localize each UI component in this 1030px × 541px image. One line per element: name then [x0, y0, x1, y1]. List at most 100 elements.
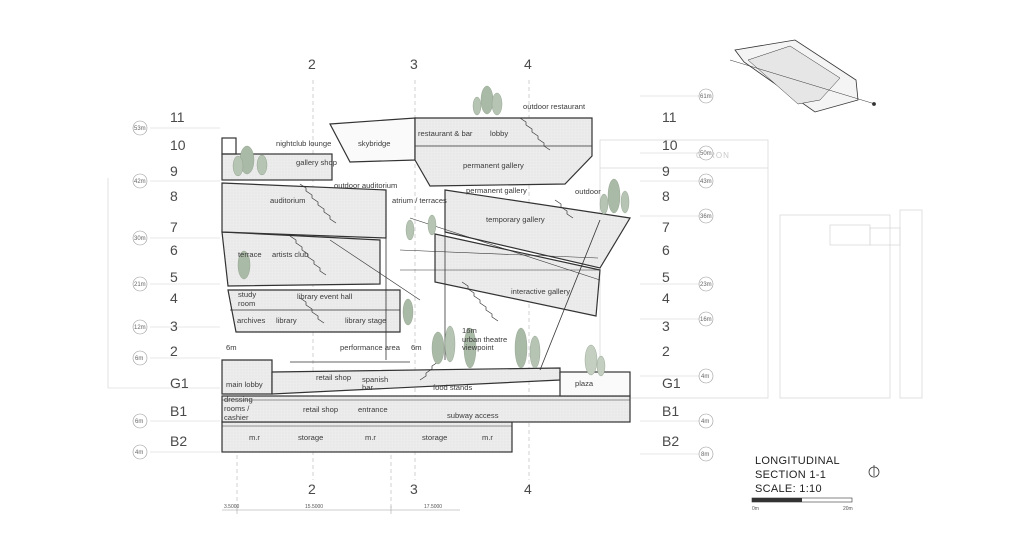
title-line-1: LONGITUDINAL	[755, 455, 840, 467]
elev-marker: 4m	[132, 444, 148, 460]
floor-left-9: 9	[170, 163, 178, 179]
elev-marker: 21m	[132, 276, 148, 292]
svg-text:61m: 61m	[700, 94, 712, 100]
floor-left-b1: B1	[170, 403, 187, 419]
room-labels: outdoor restaurant restaurant & bar lobb…	[224, 102, 601, 442]
level-lines-right	[640, 95, 700, 455]
svg-text:16m: 16m	[700, 317, 712, 323]
elev-marker: 6m	[132, 413, 148, 429]
scale-start: 0m	[752, 506, 759, 512]
grid-labels: 2 3 4 2 3 4	[308, 56, 532, 497]
building-section	[221, 117, 631, 453]
svg-text:6m: 6m	[135, 356, 143, 362]
elev-marker: 8m	[698, 446, 714, 462]
label-performance-area: performance area	[340, 343, 401, 352]
grid-bottom-3: 3	[410, 481, 418, 497]
label-restaurant-bar: restaurant & bar	[418, 129, 473, 138]
label-mr-2: m.r	[365, 433, 376, 442]
label-plaza: plaza	[575, 379, 594, 388]
elev-marker: 50m	[698, 145, 714, 161]
label-entrance: entrance	[358, 405, 388, 414]
elev-marker: 53m	[132, 120, 148, 136]
label-dressing-3: cashier	[224, 413, 249, 422]
svg-text:50m: 50m	[700, 151, 712, 157]
svg-text:21m: 21m	[134, 282, 146, 288]
floor-left-10: 10	[170, 137, 186, 153]
floor-left-3: 3	[170, 318, 178, 334]
stairs	[289, 117, 574, 381]
background-buildings	[599, 139, 923, 399]
label-artists-club: artists club	[272, 250, 308, 259]
scale-bar-fill	[752, 498, 802, 502]
grid-top-2: 2	[308, 56, 316, 72]
label-elev-6m-a: 6m	[226, 343, 237, 352]
label-mr-3: m.r	[482, 433, 493, 442]
label-dressing-1: dressing	[224, 395, 253, 404]
floor-left-11: 11	[170, 109, 185, 125]
elev-marker: 12m	[132, 319, 148, 335]
label-permanent-gallery-1: permanent gallery	[463, 161, 524, 170]
label-library-stage: library stage	[345, 316, 386, 325]
title-line-2: SECTION 1-1	[755, 469, 826, 481]
floor-right-7: 7	[662, 219, 670, 235]
svg-text:36m: 36m	[700, 214, 712, 220]
svg-text:4m: 4m	[701, 374, 709, 380]
grid-bottom-4: 4	[524, 481, 532, 497]
label-archives: archives	[237, 316, 265, 325]
floor-right-11: 11	[662, 109, 677, 125]
elev-marker: 61m	[698, 88, 714, 104]
title-line-3: SCALE: 1:10	[755, 483, 822, 495]
svg-text:4m: 4m	[135, 450, 143, 456]
label-retail-shop-2: retail shop	[303, 405, 338, 414]
svg-text:12m: 12m	[134, 325, 146, 331]
floor-left-5: 5	[170, 269, 178, 285]
label-library: library	[276, 316, 297, 325]
dim-3: 17.5000	[424, 504, 442, 510]
label-atrium-terraces: atrium / terraces	[392, 196, 447, 205]
label-dressing-2: rooms /	[224, 404, 250, 413]
label-subway-access: subway access	[447, 411, 499, 420]
svg-text:53m: 53m	[134, 126, 146, 132]
floor-right-4: 4	[662, 290, 670, 306]
level-lines-left	[107, 127, 220, 453]
dimension-line: 3.5000 15.5000 17.5000	[222, 504, 460, 514]
floor-right-6: 6	[662, 242, 670, 258]
grid-bottom-2: 2	[308, 481, 316, 497]
label-food-stands: food stands	[433, 383, 472, 392]
svg-text:4m: 4m	[701, 419, 709, 425]
label-nightclub-lounge: nightclub lounge	[276, 139, 331, 148]
label-skybridge: skybridge	[358, 139, 391, 148]
north-arrow-icon	[868, 465, 880, 478]
elev-marker: 42m	[132, 173, 148, 189]
floor-left-6: 6	[170, 242, 178, 258]
key-plan	[729, 39, 876, 113]
label-permanent-gallery-2: permanent gallery	[466, 186, 527, 195]
elevation-markers-left: 53m 42m 30m 21m 12m 6m 6m 4m	[132, 120, 148, 460]
label-storage-1: storage	[298, 433, 323, 442]
elevation-markers-right: 61m 50m 43m 36m 23m 16m 4m 4m 8m	[698, 88, 714, 462]
floor-right-5: 5	[662, 269, 670, 285]
grid-top-3: 3	[410, 56, 418, 72]
svg-text:43m: 43m	[700, 179, 712, 185]
label-study-room-2: room	[238, 299, 255, 308]
floor-labels-right: 11 10 9 8 7 6 5 4 3 2 G1 B1 B2	[662, 109, 681, 449]
label-elev-6m-b: 6m	[411, 343, 422, 352]
label-temporary-gallery: temporary gallery	[486, 215, 545, 224]
floor-right-3: 3	[662, 318, 670, 334]
label-urban-theatre-1: urban theatre	[462, 335, 507, 344]
label-spanish-bar-2: bar	[362, 383, 373, 392]
floor-labels-left: 11 10 9 8 7 6 5 4 3 2 G1 B1 B2	[170, 109, 189, 449]
label-outdoor: outdoor	[575, 187, 601, 196]
dim-1: 3.5000	[224, 504, 240, 510]
floor-right-b2: B2	[662, 433, 679, 449]
grid-top-4: 4	[524, 56, 532, 72]
label-terrace: terrace	[238, 250, 262, 259]
floor-left-4: 4	[170, 290, 178, 306]
svg-text:8m: 8m	[701, 452, 709, 458]
label-spanish-bar-1: spanish	[362, 375, 388, 384]
trees	[232, 85, 630, 377]
svg-text:23m: 23m	[700, 282, 712, 288]
svg-text:6m: 6m	[135, 419, 143, 425]
elev-marker: 6m	[132, 350, 148, 366]
